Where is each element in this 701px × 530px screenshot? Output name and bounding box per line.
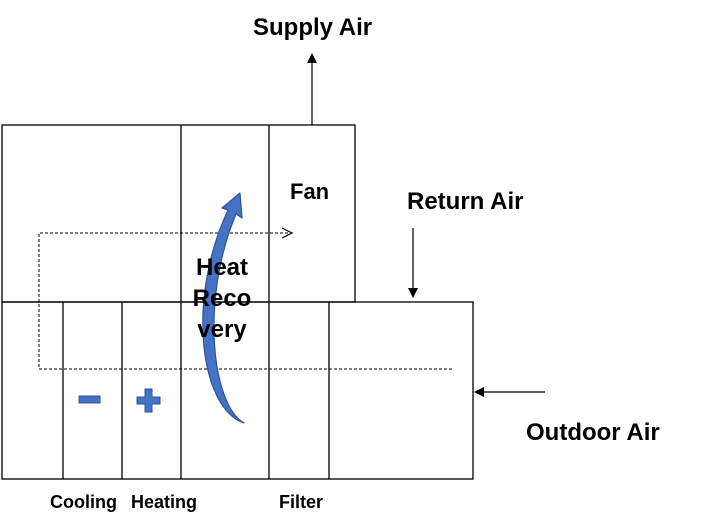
airflow-dashed-arrowhead — [281, 227, 294, 239]
cooling-label: Cooling — [50, 492, 117, 512]
fan-label: Fan — [290, 179, 330, 204]
lower-box — [1, 301, 474, 480]
heat-recovery-line-2: Reco — [192, 285, 252, 312]
minus-icon — [78, 395, 101, 404]
upper-box — [1, 124, 356, 303]
heating-label: Heating — [131, 492, 198, 512]
heat-recovery-line-3: very — [197, 316, 247, 343]
supply-air-label: Supply Air — [253, 14, 373, 41]
heat-recovery-line-1: Heat — [195, 254, 249, 281]
heat-recovery-label: Heat Reco very — [182, 252, 262, 345]
plus-icon — [136, 388, 161, 413]
return-air-label: Return Air — [407, 188, 524, 215]
outdoor-air-label: Outdoor Air — [526, 419, 660, 446]
filter-label: Filter — [279, 492, 324, 512]
airflow-dashed-path — [38, 232, 452, 370]
heat-recovery-arrow — [202, 192, 245, 424]
